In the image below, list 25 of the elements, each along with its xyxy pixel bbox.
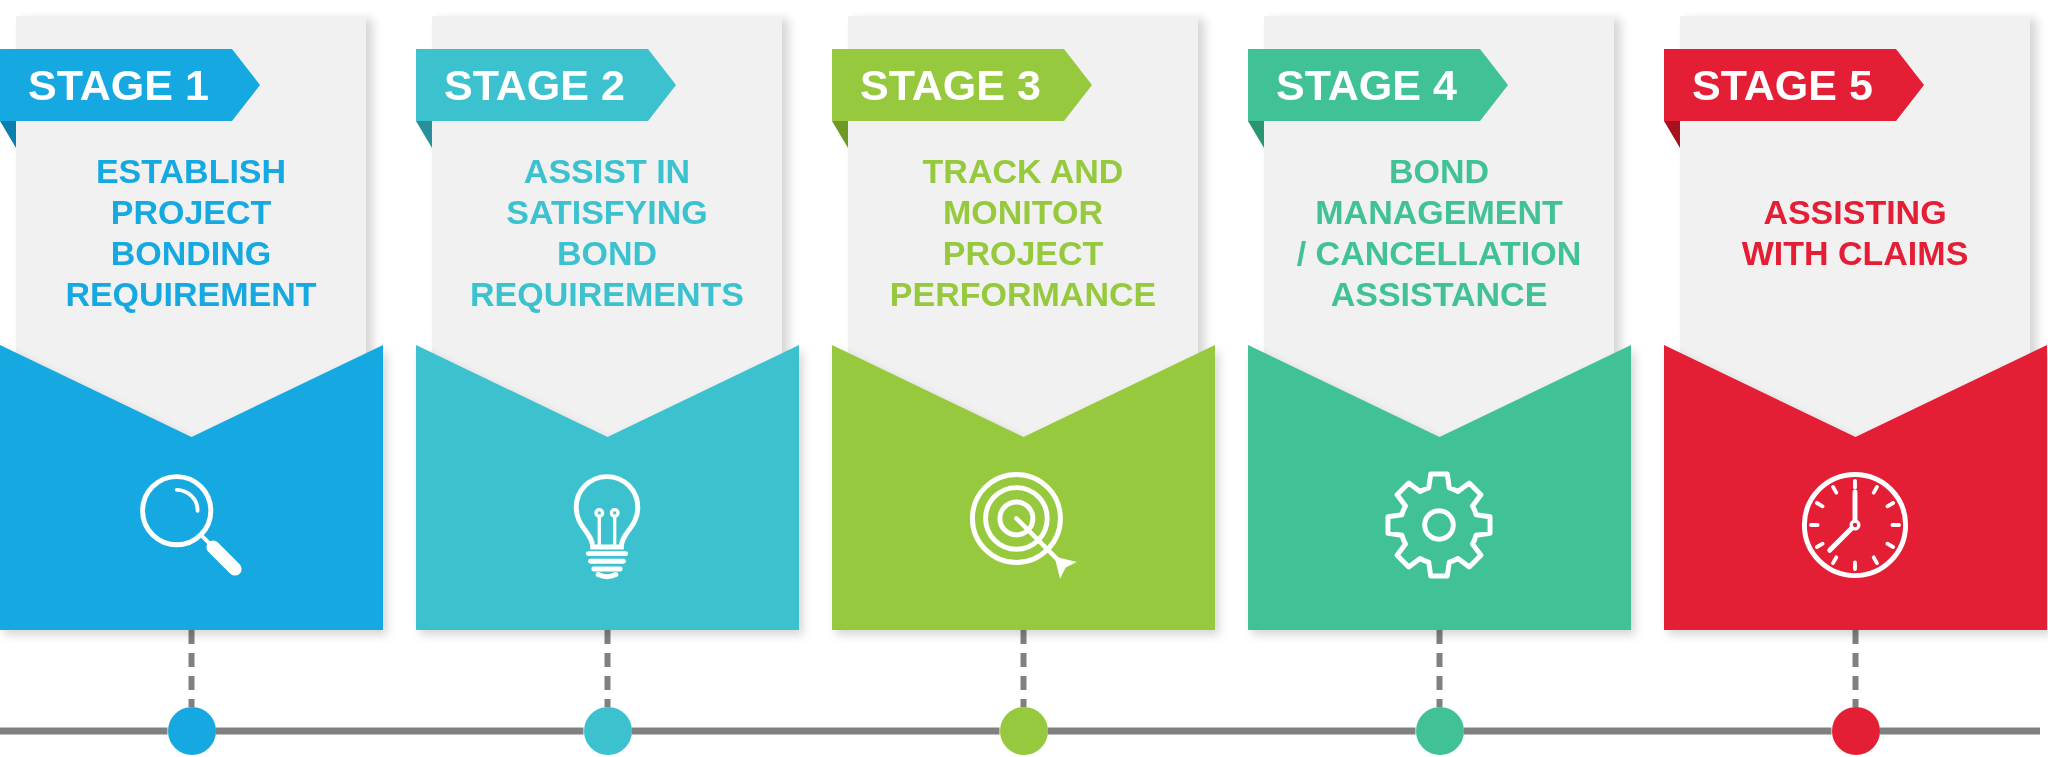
stage-card [1664, 14, 2047, 630]
dashed-connector [1020, 630, 1027, 707]
stage-title: ASSISTING WITH CLAIMS [1740, 192, 1970, 274]
timeline-dot [583, 707, 632, 755]
timeline-dot [1831, 707, 1880, 755]
dashed-connector [1436, 630, 1443, 707]
stage-title: ASSIST IN SATISFYING BOND REQUIREMENTS [469, 151, 745, 315]
timeline-line [1463, 727, 1832, 735]
timeline-dot [1415, 707, 1464, 755]
timeline-dot [999, 707, 1048, 755]
stage-title: ESTABLISH PROJECT BONDING REQUIREMENT [64, 151, 318, 315]
stage-card [832, 14, 1215, 630]
dashed-connector [1852, 630, 1859, 707]
timeline-dot [167, 707, 216, 755]
stage-title: BOND MANAGEMENT / CANCELLATION ASSISTANCE [1295, 151, 1583, 315]
stage-card [416, 14, 799, 630]
stage-card [0, 14, 383, 630]
timeline-line [631, 727, 1000, 735]
timeline-line [1047, 727, 1416, 735]
stage-card [1248, 14, 1631, 630]
dashed-connector [188, 630, 195, 707]
dashed-connector [604, 630, 611, 707]
timeline-line [215, 727, 584, 735]
stage-title: TRACK AND MONITOR PROJECT PERFORMANCE [888, 151, 1158, 315]
timeline-line [0, 727, 168, 735]
